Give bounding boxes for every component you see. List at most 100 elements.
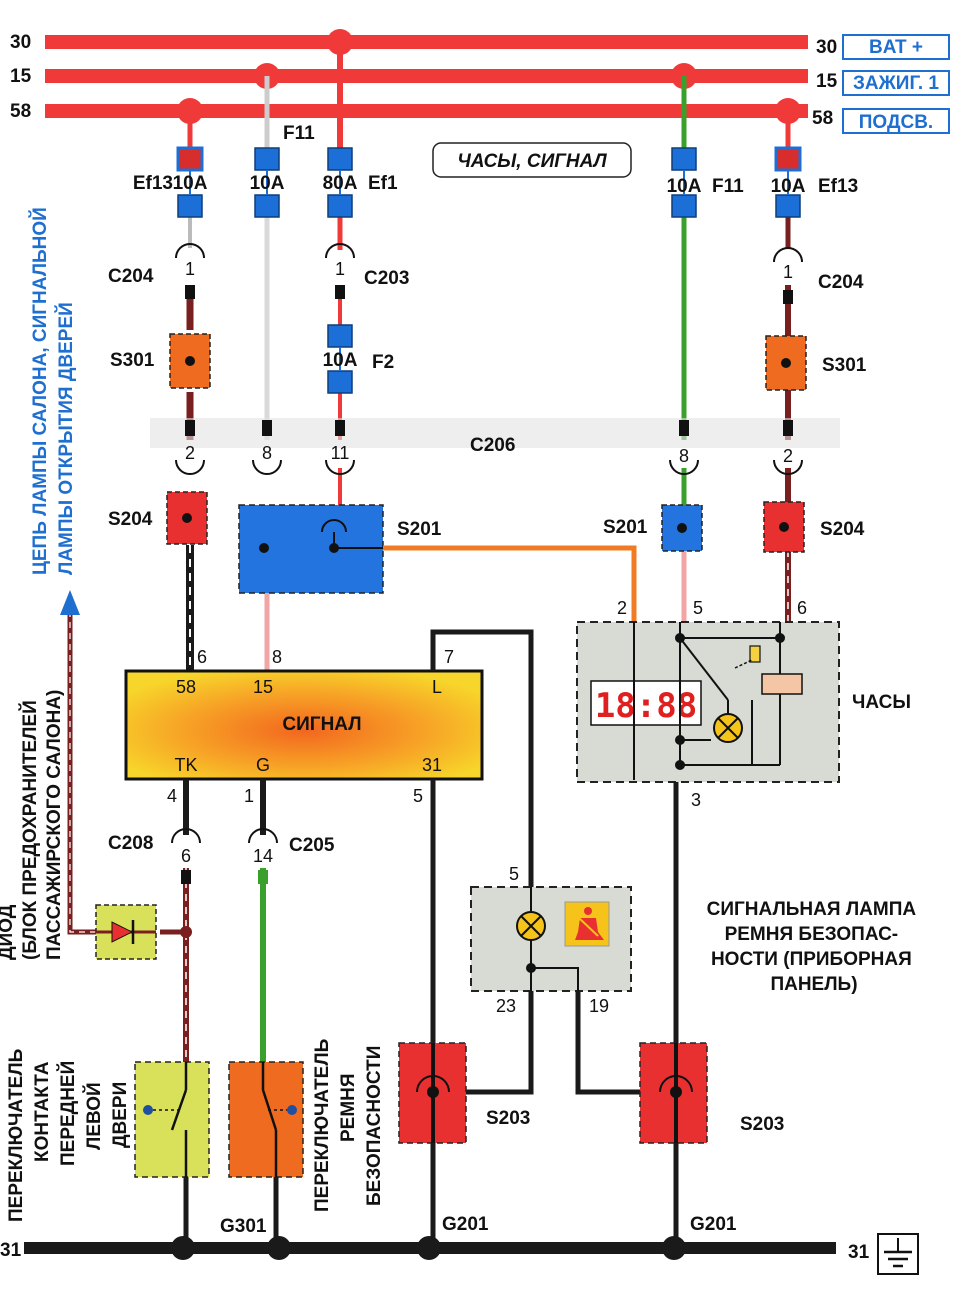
splice-s201-left [238,504,384,594]
wires-bottom-left [60,590,436,1065]
belt-caption-line1: ПЕРЕКЛЮЧАТЕЛЬ [312,1039,333,1212]
connector-c204-right [773,247,803,304]
side-note-line1: ЦЕПЬ ЛАМПЫ САЛОНА, СИГНАЛЬНОЙ [29,207,51,575]
splice-s301-right [765,335,807,391]
side-note-line2: ЛАМПЫ ОТКРЫТИЯ ДВЕРЕЙ [55,302,77,575]
door-switch [134,1061,210,1178]
clock-lamp-icon [713,713,743,743]
wire-orange [383,545,637,624]
ground-rail [24,1236,836,1260]
power-rails [45,29,808,124]
c208-name: C208 [108,833,153,854]
clock-display [590,680,702,726]
rail-58-right-label: 58 [812,108,833,129]
connector-c205 [248,828,278,884]
connector-c204-left [175,243,205,299]
seatbelt-lamp-internals [526,887,579,991]
seatbelt-pin-19: 19 [589,996,609,1016]
wire-lamp-23 [436,991,534,1095]
connector-c206 [175,420,803,475]
c204-right-pin: 1 [783,262,793,282]
seatbelt-pin-23: 23 [496,996,516,1016]
fuse-f2-rating: 10A [323,350,358,371]
door-caption-line4: ЛЕВОЙ [83,1082,105,1150]
fuse-f11-left [254,147,280,218]
rail-30-left-label: 30 [10,32,31,53]
fuse-ef13-left-rating: 10A [173,173,208,194]
door-caption-line3: ПЕРЕДНЕЙ [57,1061,79,1166]
clock-pin-2: 2 [617,598,627,618]
signal-num-6: 6 [197,647,207,667]
fuse-ef13-right-rating: 10A [771,176,806,197]
g201-right-name: G201 [690,1214,737,1235]
tag-light: ПОДСВ. [859,112,933,133]
tag-bat: BAT + [869,37,923,58]
g301-name: G301 [220,1216,267,1237]
clock-display-text: 18:88 [595,686,697,726]
tag-bat-box [842,34,950,60]
door-switch-caption: ПЕРЕКЛЮЧАТЕЛЬ КОНТАКТА ПЕРЕДНЕЙ ЛЕВОЙ ДВ… [6,1049,131,1222]
fuse-f11-left-rating: 10A [250,173,285,194]
ground-left-label: 31 [0,1240,22,1261]
signal-num-5: 5 [413,786,423,806]
signal-unit [124,669,484,781]
fuse-ef1-rating: 80A [323,173,358,194]
c206-pin-c: 11 [331,443,350,463]
fuse-f11-left-name: F11 [283,123,315,144]
connector-c208 [171,828,201,884]
c204-left-pin: 1 [185,259,195,279]
tag-ign: ЗАЖИГ. 1 [853,73,939,94]
seatbelt-pin-5: 5 [509,864,519,884]
splice-s204-left [166,491,208,545]
tag-ign-box [842,70,950,96]
c205-name: C205 [289,835,335,856]
tag-light-box [842,108,950,134]
fuse-ef13-left-name: Ef13 [133,173,173,194]
signal-num-4: 4 [167,786,177,806]
splice-s203-left [398,1042,467,1144]
diagram-title: ЧАСЫ, СИГНАЛ [457,151,607,172]
belt-caption-line2: РЕМНЯ [338,1073,359,1142]
fuse-ef13-left [176,146,204,218]
s204-left-name: S204 [108,509,153,530]
signal-num-7: 7 [444,647,454,667]
door-caption-line1: ПЕРЕКЛЮЧАТЕЛЬ [6,1049,27,1222]
signal-num-1: 1 [244,786,254,806]
rail-30-right-label: 30 [816,37,837,58]
clock-relay-icon [734,645,803,695]
c204-right-name: C204 [818,272,864,293]
belt-caption-line3: БЕЗОПАСНОСТИ [364,1046,385,1206]
c206-name: C206 [470,435,515,456]
c205-pin: 14 [253,846,273,866]
ground-right-label: 31 [848,1242,870,1263]
clock-name: ЧАСЫ [852,692,911,713]
belt-switch [228,1061,304,1178]
clock-pin-5: 5 [693,598,703,618]
fuse-f11-right-rating: 10A [667,176,702,197]
s201-left-name: S201 [397,519,442,540]
s204-right-name: S204 [820,519,865,540]
rail-15-left-label: 15 [10,66,32,87]
side-note: ЦЕПЬ ЛАМПЫ САЛОНА, СИГНАЛЬНОЙ ЛАМПЫ ОТКР… [29,207,77,575]
splice-s201-right [661,504,703,552]
c203-name: C203 [364,268,409,289]
signal-pin-g: G [256,755,270,775]
s301-left-name: S301 [110,350,155,371]
signal-num-8: 8 [272,647,282,667]
signal-pin-15: 15 [253,677,273,697]
signal-pin-l: L [432,677,442,697]
g201-left-name: G201 [442,1214,489,1235]
connector-c203 [325,243,355,299]
diode-caption-line1: ДИОД [0,904,17,960]
s203-right-name: S203 [740,1114,784,1135]
signal-unit-name: СИГНАЛ [282,714,361,735]
fuse-ef13-right [774,146,802,218]
c208-pin: 6 [181,846,191,866]
wire-l [430,629,534,888]
splice-s301-left [169,333,211,389]
c206-pin-b: 8 [262,443,272,463]
c206-pin-d: 8 [679,446,689,466]
seatbelt-warning-icon [564,901,610,947]
diode-component [95,904,157,960]
fuse-ef1 [327,147,353,218]
